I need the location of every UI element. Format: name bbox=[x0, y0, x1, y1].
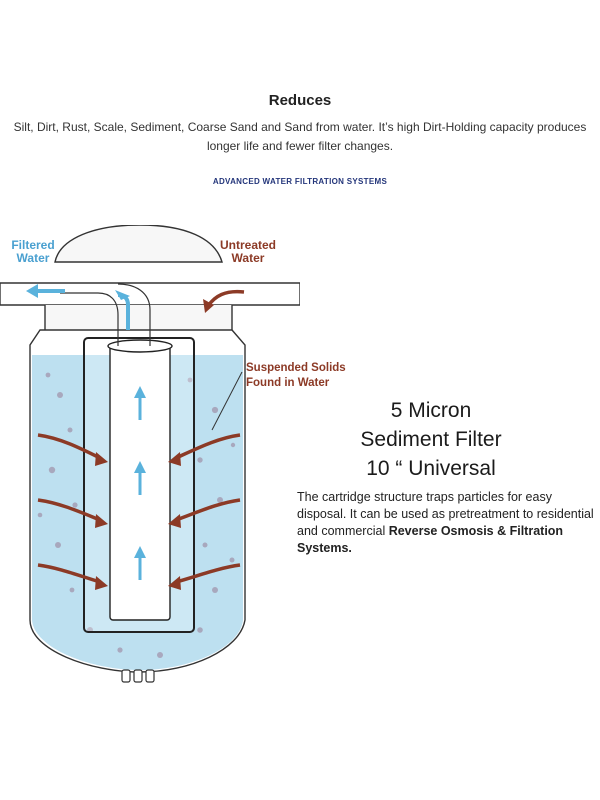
outlet-pipe bbox=[0, 282, 300, 306]
product-description: The cartridge structure traps particles … bbox=[297, 489, 597, 557]
product-title: 5 Micron Sediment Filter 10 “ Universal bbox=[300, 396, 562, 483]
housing-feet bbox=[121, 669, 155, 683]
sediment-specks bbox=[37, 372, 236, 658]
product-title-line-2: Sediment Filter bbox=[360, 428, 502, 451]
filtered-water-line-2: Water bbox=[16, 251, 50, 265]
product-title-line-1: 5 Micron bbox=[390, 399, 472, 422]
page-subtitle: Silt, Dirt, Rust, Scale, Sediment, Coars… bbox=[13, 120, 587, 153]
inflow-arrows bbox=[37, 289, 245, 584]
suspended-solids-line-2: Found in Water bbox=[246, 377, 330, 389]
outflow-arrows bbox=[26, 284, 146, 580]
page-heading: Reduces bbox=[268, 92, 332, 109]
product-description-text: The cartridge structure traps particles … bbox=[297, 490, 594, 538]
untreated-water-line-2: Water bbox=[231, 251, 265, 265]
product-description-bold: Reverse Osmosis & Filtration Systems. bbox=[297, 524, 564, 555]
suspended-solids-line-1: Suspended Solids bbox=[246, 362, 346, 374]
untreated-water-line-1: Untreated bbox=[219, 238, 276, 252]
filter-diagram bbox=[0, 225, 300, 683]
suspended-solids-label: Suspended Solids Found in Water bbox=[246, 361, 346, 391]
filter-cap bbox=[54, 225, 223, 263]
filtered-water-label: Filtered Water bbox=[8, 239, 58, 265]
filtered-water-line-1: Filtered bbox=[11, 238, 55, 252]
product-title-line-3: 10 “ Universal bbox=[366, 457, 496, 480]
brand-line: ADVANCED WATER FILTRATION SYSTEMS bbox=[212, 177, 388, 186]
untreated-water-label: Untreated Water bbox=[215, 239, 281, 265]
